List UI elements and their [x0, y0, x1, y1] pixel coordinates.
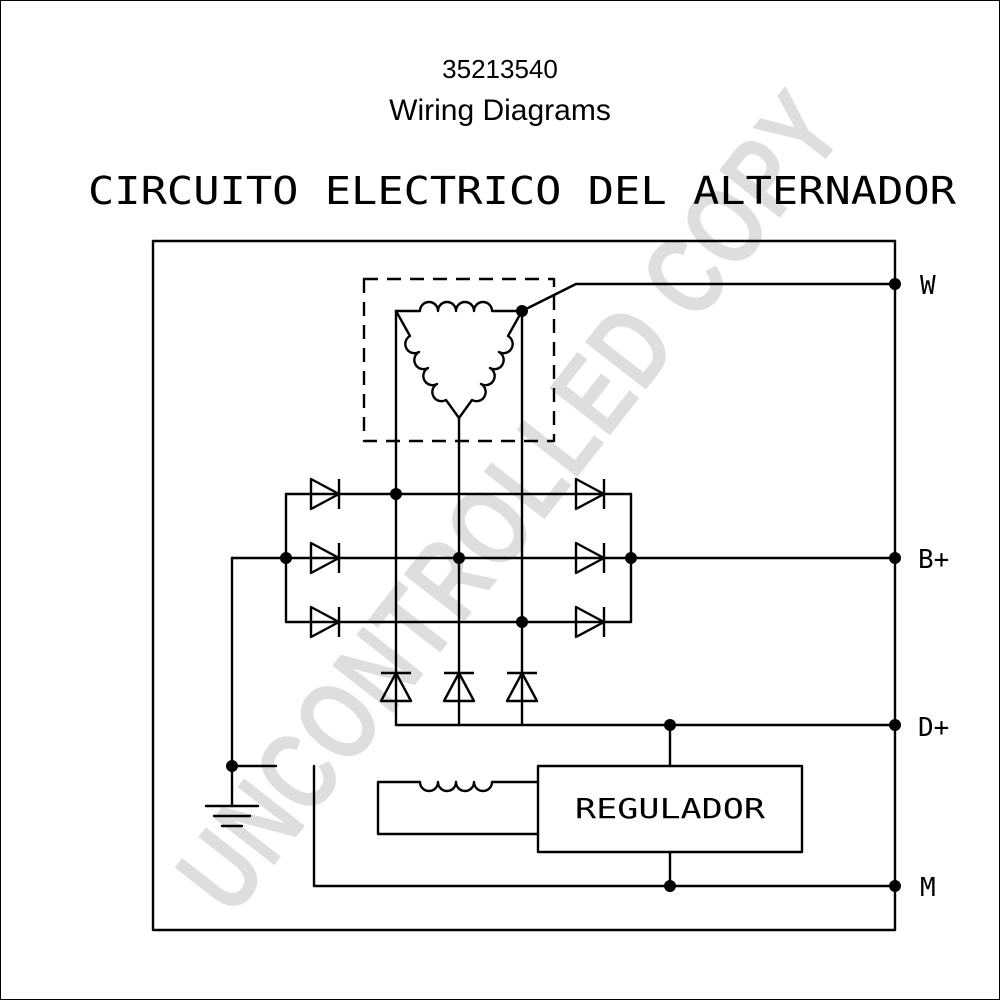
diagram-heading: CIRCUITO ELECTRICO DEL ALTERNADOR	[88, 169, 956, 213]
rotor-field-coil	[376, 780, 540, 836]
stator-winding	[394, 300, 524, 420]
terminal-label-d-plus: D+	[918, 713, 949, 743]
regulator-label: REGULADOR	[575, 792, 765, 825]
w-tap-wire	[520, 282, 897, 313]
junction-dots	[226, 278, 901, 892]
terminal-label-m: M	[920, 873, 936, 903]
m-wire	[312, 764, 897, 888]
terminal-label-w: W	[920, 271, 936, 301]
rectifier-bridge	[230, 492, 897, 624]
document-title: Wiring Diagrams	[389, 94, 611, 127]
terminal-label-b-plus: B+	[918, 545, 949, 575]
part-number: 35213540	[442, 54, 558, 84]
alternator-housing	[151, 239, 897, 932]
regulator-box	[536, 764, 804, 854]
